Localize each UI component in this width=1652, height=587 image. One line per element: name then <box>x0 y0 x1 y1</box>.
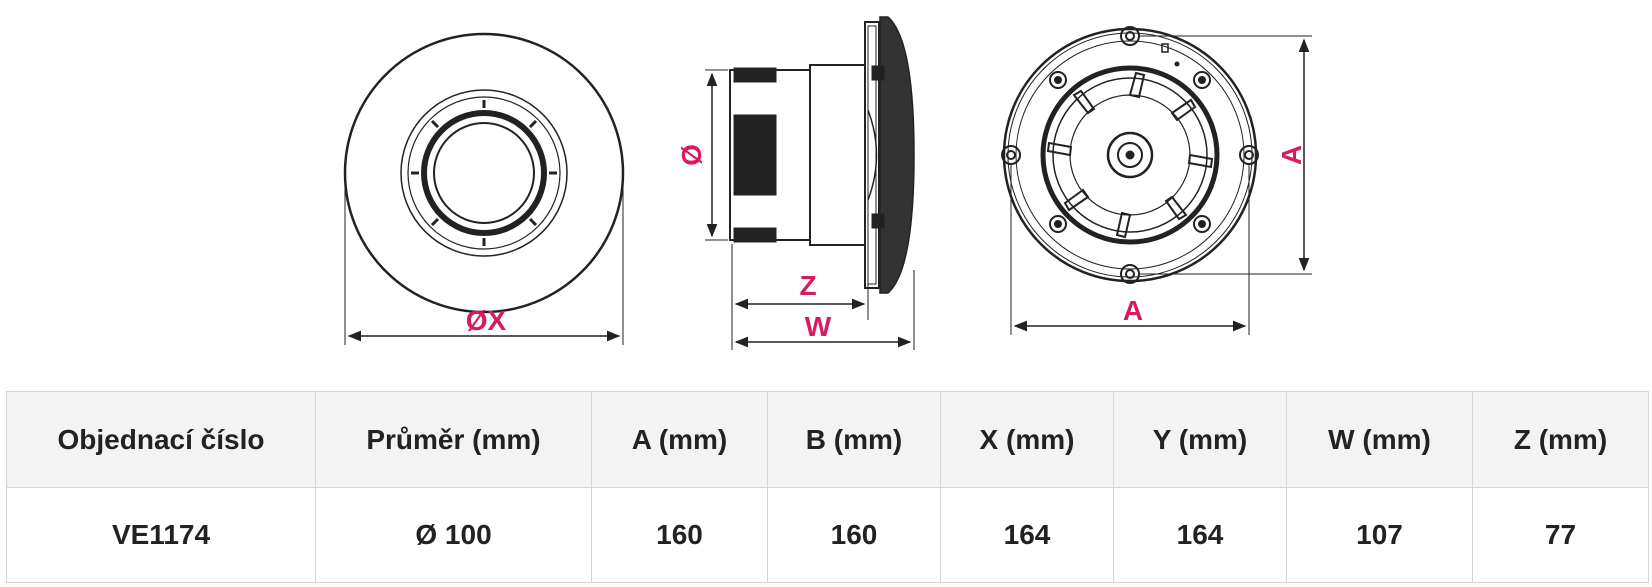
header-z: Z (mm) <box>1472 391 1649 488</box>
spec-table: Objednací číslo Průměr (mm) A (mm) B (mm… <box>6 391 1649 583</box>
back-inner-housing <box>1040 65 1220 245</box>
header-x: X (mm) <box>940 391 1114 488</box>
header-w: W (mm) <box>1286 391 1473 488</box>
front-view <box>343 32 625 345</box>
label-diameter-x: ØX <box>466 305 507 336</box>
label-a-vertical: A <box>1276 145 1307 165</box>
side-housing <box>809 64 869 246</box>
header-a: A (mm) <box>591 391 768 488</box>
screw-bosses <box>1049 71 1211 233</box>
back-outer-ring <box>1002 27 1258 283</box>
cell-a: 160 <box>591 487 768 583</box>
cell-x: 164 <box>940 487 1114 583</box>
label-z: Z <box>799 270 816 301</box>
fan-blades <box>1046 71 1214 239</box>
front-clips <box>411 100 557 246</box>
table-header-row: Objednací číslo Průměr (mm) A (mm) B (mm… <box>6 391 1649 488</box>
mounting-holes <box>1001 26 1259 284</box>
header-order-number: Objednací číslo <box>6 391 316 488</box>
motor-hub <box>1106 131 1154 179</box>
front-outer-ring <box>343 32 625 314</box>
cell-diameter: Ø 100 <box>315 487 592 583</box>
back-view <box>1001 26 1312 335</box>
cell-z: 77 <box>1472 487 1649 583</box>
cell-b: 160 <box>767 487 941 583</box>
label-w: W <box>805 311 832 342</box>
header-b: B (mm) <box>767 391 941 488</box>
side-view <box>705 16 915 350</box>
cell-order-number: VE1174 <box>6 487 316 583</box>
technical-drawing: ØX Ø Z W <box>343 16 1312 350</box>
cell-y: 164 <box>1113 487 1287 583</box>
table-row: VE1174 Ø 100 160 160 164 164 107 77 <box>6 487 1649 583</box>
label-a-horizontal: A <box>1123 295 1143 326</box>
front-duct-opening <box>433 122 535 224</box>
front-middle-ring <box>400 89 568 257</box>
header-diameter: Průměr (mm) <box>315 391 592 488</box>
label-diameter: Ø <box>676 144 707 166</box>
cell-w: 107 <box>1286 487 1473 583</box>
side-front-cover <box>879 16 915 294</box>
header-y: Y (mm) <box>1113 391 1287 488</box>
